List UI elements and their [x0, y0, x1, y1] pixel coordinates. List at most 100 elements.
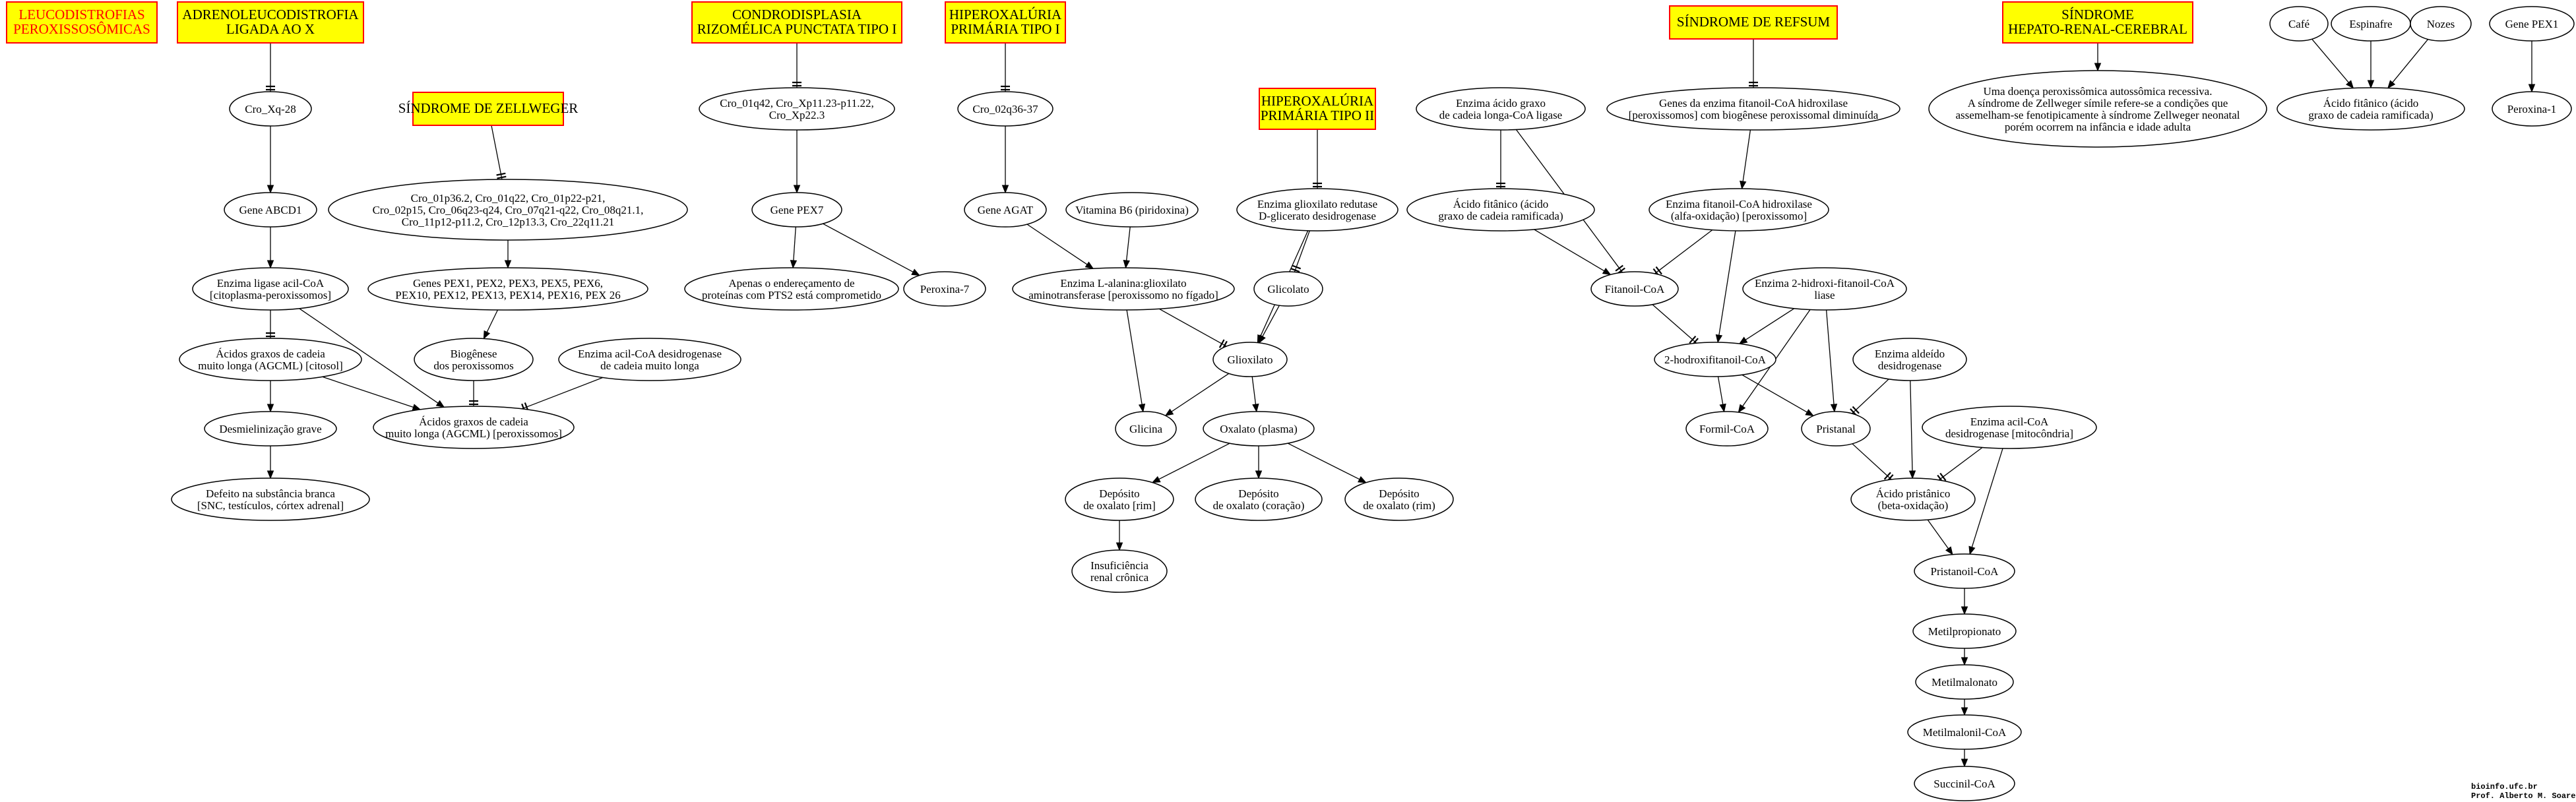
edge-pristanico-to-pristanoil — [1927, 519, 1953, 555]
node-hiper1-label-0: HIPEROXALÚRIA — [949, 7, 1062, 22]
edge-oxalato-to-dep_cor — [1255, 446, 1263, 479]
node-fit_hidrox-label-1: (alfa-oxidação) [peroxissomo] — [1671, 210, 1807, 222]
node-peroxina1: Peroxina-1 — [2492, 91, 2572, 127]
tee-mark — [1689, 335, 1697, 344]
edge-pex_genes-to-biogenese — [483, 309, 499, 340]
node-agat: Gene AGAT — [964, 192, 1047, 228]
edge-nozes-to-fitanico2 — [2387, 39, 2429, 89]
node-pristanico-ellipse — [1850, 478, 1976, 521]
arrowhead — [1719, 403, 1726, 413]
node-hepato-label-0: SÍNDROME — [2061, 7, 2134, 22]
edge-fitanoil-to-hidroxifit — [1652, 304, 1699, 346]
edge-hidroxifit-to-formil — [1717, 376, 1726, 413]
node-adreno-label-1: LIGADA AO X — [226, 21, 315, 37]
node-alanina: Enzima L-alanina:glioxilatoaminotransfer… — [1012, 267, 1235, 311]
arrowhead — [1715, 334, 1723, 344]
node-xq28: Cro_Xq-28 — [229, 91, 312, 127]
node-insuf-label-1: renal crônica — [1090, 571, 1149, 584]
edge-q36-to-agat — [1001, 126, 1009, 194]
edges-layer — [266, 38, 2536, 768]
node-metilprop-label-0: Metilpropionato — [1928, 625, 2001, 638]
node-oxalato-label-0: Oxalato (plasma) — [1220, 423, 1298, 435]
node-hidroxi_liase-label-0: Enzima 2-hidroxi-fitanoil-CoA — [1755, 277, 1895, 290]
node-alanina-label-0: Enzima L-alanina:glioxilato — [1060, 277, 1186, 290]
arrowhead — [1255, 470, 1263, 479]
node-fitanoil: Fitanoil-CoA — [1590, 271, 1679, 307]
node-dep_rim2-ellipse — [1344, 478, 1454, 521]
node-defeito-label-1: [SNC, testículos, córtex adrenal] — [197, 499, 344, 512]
node-condro_cro-label-1: Cro_Xp22.3 — [769, 109, 825, 121]
tee-mark — [1655, 266, 1662, 275]
node-hepato_desc-ellipse — [1928, 70, 2267, 148]
node-xq28-ellipse — [229, 91, 312, 127]
edge-biogenese-to-agcml_per — [469, 381, 478, 406]
arrowhead — [1945, 546, 1953, 555]
node-fitanico2-ellipse — [2277, 87, 2465, 131]
node-desmiel-ellipse — [204, 411, 337, 447]
arrowhead — [1115, 542, 1123, 551]
tee-mark — [1292, 264, 1302, 270]
edge-adreno-to-xq28 — [266, 43, 275, 92]
node-hidroxifit: 2-hodroxifitanoil-CoA — [1654, 342, 1776, 377]
edge-ligase-to-agcml_cit — [266, 310, 275, 338]
edge-xq28-to-abcd1 — [267, 126, 274, 194]
edge-metilprop-to-metilmal — [1961, 648, 1968, 666]
node-defeito: Defeito na substância branca[SNC, testíc… — [171, 478, 370, 521]
node-metilprop-ellipse — [1912, 613, 2017, 649]
node-glioxredut-ellipse — [1236, 188, 1398, 231]
tee-mark — [1218, 339, 1225, 348]
node-leuco-label-0: LEUCODISTROFIAS — [18, 7, 144, 22]
node-dep_rim-label-1: de oxalato [rim] — [1083, 499, 1156, 512]
node-acil_desid-ellipse — [558, 338, 741, 381]
node-glicolato: Glicolato — [1253, 271, 1323, 307]
node-hepato_desc-label-2: assemelham-se fenotipicamente à síndrome… — [1956, 109, 2240, 121]
edge-enz_graxo-to-fitanico — [1496, 130, 1505, 189]
arrowhead — [1259, 334, 1266, 344]
node-aldeido-label-0: Enzima aldeído — [1875, 348, 1945, 360]
arrowhead — [267, 404, 274, 413]
edge-alanina-to-glioxilato — [1158, 308, 1228, 350]
node-espinafre: Espinafre — [2331, 6, 2411, 42]
edge-acil_mito-to-pristanico — [1937, 447, 1983, 483]
edge-hepato-to-hepato_desc — [2094, 43, 2102, 72]
arrowhead — [1961, 606, 1968, 615]
tee-mark — [1883, 472, 1891, 480]
node-peroxina7: Peroxina-7 — [903, 271, 986, 307]
node-defeito-label-0: Defeito na substância branca — [206, 487, 335, 500]
node-hepato_desc-label-3: porém ocorrem na infância e idade adulta — [2005, 121, 2191, 133]
edge-hidroxi_liase-to-pristanal — [1825, 309, 1838, 413]
edge-aldeido-to-pristanico — [1908, 380, 1916, 479]
node-genes_fit-label-1: [peroxissomos] com biogênese peroxissoma… — [1629, 109, 1879, 121]
node-condro-box — [691, 1, 902, 44]
node-condro-label-1: RIZOMÉLICA PUNCTATA TIPO I — [697, 21, 897, 37]
node-q36-label-0: Cro_02q36-37 — [972, 103, 1038, 115]
edge-acil_mito-to-pristanoil — [1968, 448, 2003, 555]
edge-hidroxi_liase-to-hidroxifit — [1738, 308, 1795, 344]
node-condro_cro-label-0: Cro_01q42, Cro_Xp11.23-p11.22, — [720, 97, 873, 109]
arrowhead — [1151, 476, 1161, 483]
arrowhead — [504, 260, 512, 269]
node-refsum-label-0: SÍNDROME DE REFSUM — [1677, 14, 1831, 30]
edge-acil_desid-to-agcml_per — [521, 377, 604, 413]
node-hiper2-label-1: PRIMÁRIA TIPO II — [1261, 108, 1374, 123]
node-formil-label-0: Formil-CoA — [1699, 423, 1755, 435]
edge-glioxilato-to-glicina — [1164, 373, 1230, 416]
edge-pex7-to-peroxina7 — [823, 223, 920, 276]
node-peroxina1-label-0: Peroxina-1 — [2507, 103, 2557, 115]
node-hepato_desc-label-0: Uma doença peroxissômica autossômica rec… — [1984, 85, 2213, 98]
edge-espinafre-to-fitanico2 — [2367, 41, 2375, 89]
node-nozes-ellipse — [2410, 6, 2472, 42]
node-pts2-label-1: proteínas com PTS2 está comprometido — [702, 289, 881, 301]
node-acil_mito-ellipse — [1922, 406, 2097, 449]
node-pex7-label-0: Gene PEX7 — [770, 204, 824, 216]
node-acil_desid-label-1: de cadeia muito longa — [600, 359, 699, 372]
node-condro_cro-ellipse — [699, 87, 895, 131]
node-cafe-label-0: Café — [2288, 18, 2309, 30]
node-fit_hidrox-label-0: Enzima fitanoil-CoA hidroxilase — [1666, 198, 1812, 210]
node-pex1-label-0: Gene PEX1 — [2505, 18, 2559, 30]
